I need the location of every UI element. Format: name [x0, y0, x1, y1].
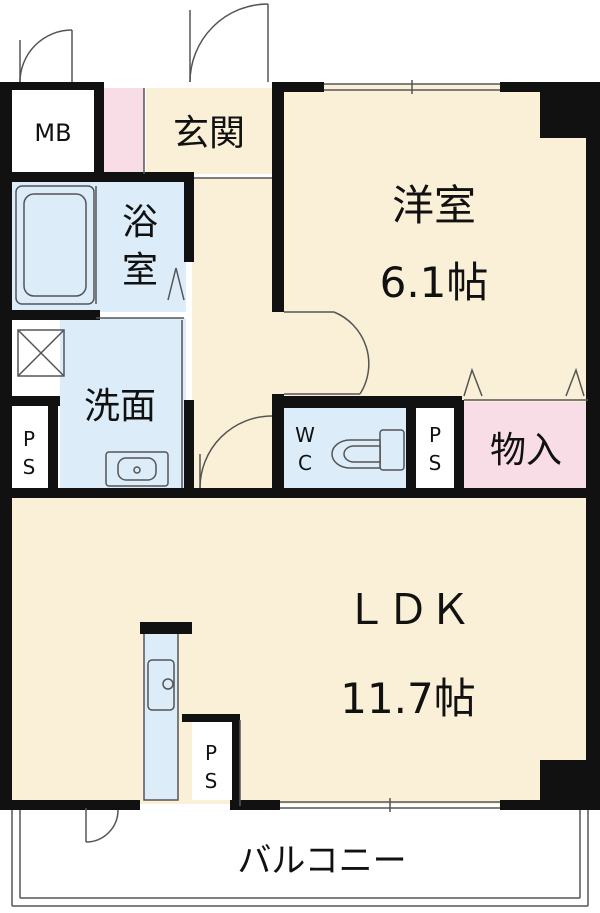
- ps-left-label-1: P: [23, 427, 35, 451]
- washroom-floor: [60, 318, 186, 490]
- partition-lines: [96, 88, 588, 806]
- storage-label: 物入: [490, 430, 562, 471]
- kitchen-sink: [147, 659, 175, 711]
- bathroom-label-2: 室: [122, 250, 158, 291]
- western-room-size: 6.1帖: [380, 258, 489, 307]
- balcony-floor: [12, 810, 588, 906]
- shoe-box: [104, 88, 144, 174]
- balcony-railing: [11, 810, 589, 907]
- storage-floor: [464, 402, 588, 490]
- walls: [0, 82, 600, 810]
- kitchen-counter: [143, 631, 179, 801]
- entrance-floor: [146, 88, 274, 174]
- western-room-label: 洋室: [392, 181, 476, 230]
- ps-kitchen-floor: [192, 720, 232, 800]
- balcony-label: バルコニー: [237, 841, 406, 881]
- ps-mid-label-1: P: [429, 423, 441, 447]
- wash-basin: [105, 451, 169, 487]
- ps-mid-floor: [416, 408, 456, 490]
- ldk-floor: [10, 496, 588, 804]
- western-room-floor: [280, 85, 588, 405]
- ps-left-floor: [12, 404, 52, 490]
- hall-floor: [192, 178, 280, 496]
- ps-left-label-2: S: [23, 455, 36, 479]
- toilet: [331, 429, 405, 471]
- ldk-size: 11.7帖: [340, 674, 476, 723]
- washroom-label: 洗面: [84, 386, 156, 427]
- mb-floor: [12, 88, 94, 174]
- bathroom-label-1: 浴: [122, 202, 158, 243]
- mb-label: MB: [34, 119, 71, 147]
- ps-kitchen-label-1: P: [205, 741, 217, 765]
- wc-label-1: W: [295, 423, 315, 447]
- bathtub: [15, 185, 97, 305]
- wc-label-2: C: [298, 451, 312, 475]
- ps-kitchen-label-2: S: [205, 769, 218, 793]
- entrance-label: 玄関: [173, 113, 245, 154]
- washing-machine-pan: [17, 329, 65, 377]
- ps-mid-label-2: S: [429, 451, 442, 475]
- door-swings: [19, 3, 585, 843]
- ldk-label: ＬＤＫ: [345, 585, 471, 634]
- windows: [280, 80, 500, 812]
